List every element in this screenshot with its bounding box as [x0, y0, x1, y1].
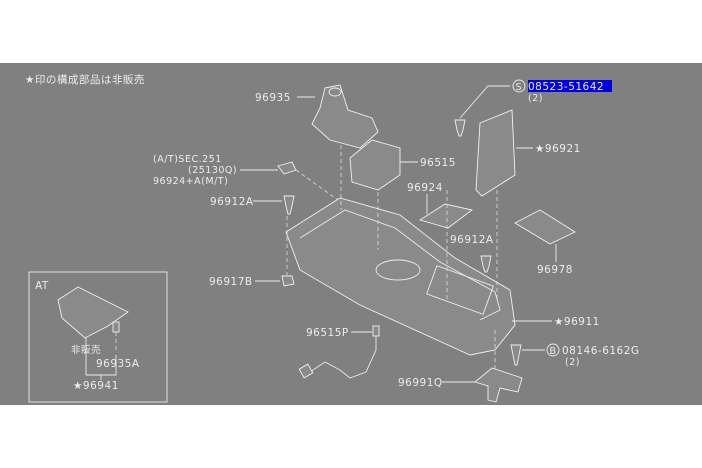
selection-highlight	[528, 80, 612, 92]
clip-96917B-part	[281, 275, 295, 287]
bracket-96991Q-part	[474, 367, 523, 403]
callout-08146-6162G[interactable]: 08146-6162G	[562, 345, 640, 357]
callout-96912A-left[interactable]: 96912A	[210, 196, 254, 208]
harness-96515P-part	[309, 335, 377, 379]
console-part	[285, 197, 516, 356]
bolt-b-symbol: B	[550, 346, 557, 357]
callout-96912A-right[interactable]: 96912A	[450, 234, 494, 246]
callout-sec-line3[interactable]: 96924+A(M/T)	[153, 176, 228, 187]
at-inset: AT 非販売 96935A ★96941	[28, 271, 168, 403]
callout-bolt-b-qty: (2)	[565, 357, 580, 368]
tray-96924-part	[418, 203, 474, 229]
callout-96917B[interactable]: 96917B	[209, 276, 253, 288]
bolt-b-part	[510, 344, 522, 366]
b-symbol-circle	[546, 343, 560, 357]
callout-screw-s-qty: (2)	[528, 93, 543, 104]
callout-96941[interactable]: ★96941	[73, 380, 119, 392]
lid-96921-part	[475, 109, 516, 197]
inset-title: AT	[35, 280, 49, 292]
callout-96921[interactable]: ★96921	[535, 143, 581, 155]
s-symbol-circle	[512, 79, 526, 93]
shift-indicator-part	[57, 286, 129, 339]
callout-96515[interactable]: 96515	[420, 157, 456, 169]
callout-08523-51642[interactable]: 08523-51642	[528, 81, 604, 93]
callout-96911[interactable]: ★96911	[554, 316, 600, 328]
mat-96978-part	[514, 209, 576, 245]
callout-96935A[interactable]: 96935A	[96, 358, 140, 370]
note-not-for-sale: ★印の構成部品は非販売	[25, 73, 145, 86]
callout-96978[interactable]: 96978	[537, 264, 573, 276]
callout-96515P[interactable]: 96515P	[306, 327, 349, 339]
callout-sec-line1[interactable]: (A/T)SEC.251	[153, 154, 222, 165]
callout-sec-line2[interactable]: (25130Q)	[188, 165, 237, 176]
box-96515-part	[349, 139, 401, 191]
shift-boot-part	[311, 84, 379, 149]
inset-not-sold: 非販売	[71, 344, 101, 356]
callout-96924[interactable]: 96924	[407, 182, 443, 194]
clip-right-part	[480, 255, 492, 273]
callout-96991Q[interactable]: 96991Q	[398, 377, 443, 389]
screw-s-symbol: S	[516, 82, 523, 93]
bulb-part	[112, 321, 120, 333]
clip-left-part	[283, 195, 295, 215]
screw-s-part	[454, 119, 466, 137]
callout-96935[interactable]: 96935	[255, 92, 291, 104]
